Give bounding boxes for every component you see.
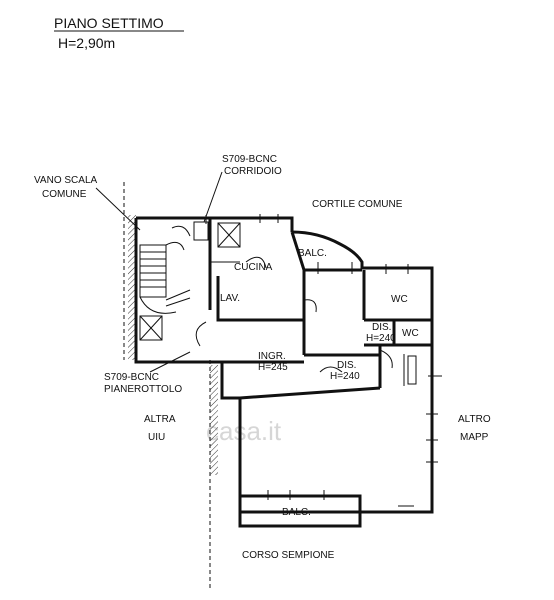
label-corridoio: CORRIDOIO	[224, 166, 282, 177]
leader-vano-scala	[95, 187, 141, 231]
stair-curve	[139, 296, 177, 314]
label-wc-1: WC	[391, 294, 408, 305]
label-altro: ALTRO	[458, 414, 491, 425]
label-balc-top: BALC.	[298, 248, 327, 259]
leader-corridoio	[203, 171, 223, 223]
door-swing-landing	[195, 321, 207, 347]
plan-height: H=2,90m	[58, 35, 115, 51]
door-swing-wc	[303, 299, 317, 313]
label-pianerottolo: PIANEROTTOLO	[104, 384, 182, 395]
label-vano-scala-comune: COMUNE	[42, 189, 87, 200]
door-swing-kitchen	[245, 256, 267, 269]
leader-pianerottolo	[149, 351, 191, 373]
label-uiu: UIU	[148, 432, 165, 443]
wall-living-north	[239, 386, 381, 400]
label-vano-scala: VANO SCALA	[34, 175, 97, 186]
label-cortile-comune: CORTILE COMUNE	[312, 199, 403, 210]
hatched-wall-lower	[210, 365, 218, 475]
lift-shaft-lower	[139, 315, 163, 341]
wall-lav	[216, 276, 240, 322]
label-cucina: CUCINA	[234, 262, 273, 273]
balcony-bottom	[238, 494, 362, 528]
label-ingr-height: H=245	[258, 362, 288, 373]
label-dis-2: DIS.	[337, 360, 356, 371]
stair-flight	[139, 244, 167, 298]
watermark: casa.it	[206, 416, 282, 446]
label-corso-sempione: CORSO SEMPIONE	[242, 550, 335, 561]
label-s709-pian-code: S709-BCNC	[104, 372, 159, 383]
label-altra: ALTRA	[144, 414, 176, 425]
label-dis-1-height: H=240	[366, 333, 396, 344]
label-dis-2-height: H=240	[330, 371, 360, 382]
hatched-wall-left	[128, 215, 136, 360]
lift-shaft-upper	[217, 222, 241, 248]
door-swing-stair	[171, 225, 191, 237]
stair-wall-left	[134, 218, 222, 364]
wall-outer-right-bottom	[220, 362, 434, 514]
wall-top	[210, 216, 294, 232]
wall-balcony-curve	[291, 230, 434, 388]
wc-fixture-box	[407, 355, 417, 385]
label-ingr: INGR.	[258, 351, 286, 362]
corridor-door	[193, 221, 209, 241]
label-wc-2: WC	[402, 328, 419, 339]
door-swing-dis	[379, 349, 393, 369]
door-swing-living	[319, 366, 343, 373]
stair-curve-top	[165, 241, 185, 251]
label-balc-bottom: BALC.	[282, 507, 311, 518]
label-lav: LAV.	[220, 293, 240, 304]
label-dis-1: DIS.	[372, 322, 391, 333]
label-mapp: MAPP	[460, 432, 489, 443]
label-s709-corridoio-code: S709-BCNC	[222, 154, 277, 165]
plan-title: PIANO SETTIMO	[54, 15, 164, 31]
